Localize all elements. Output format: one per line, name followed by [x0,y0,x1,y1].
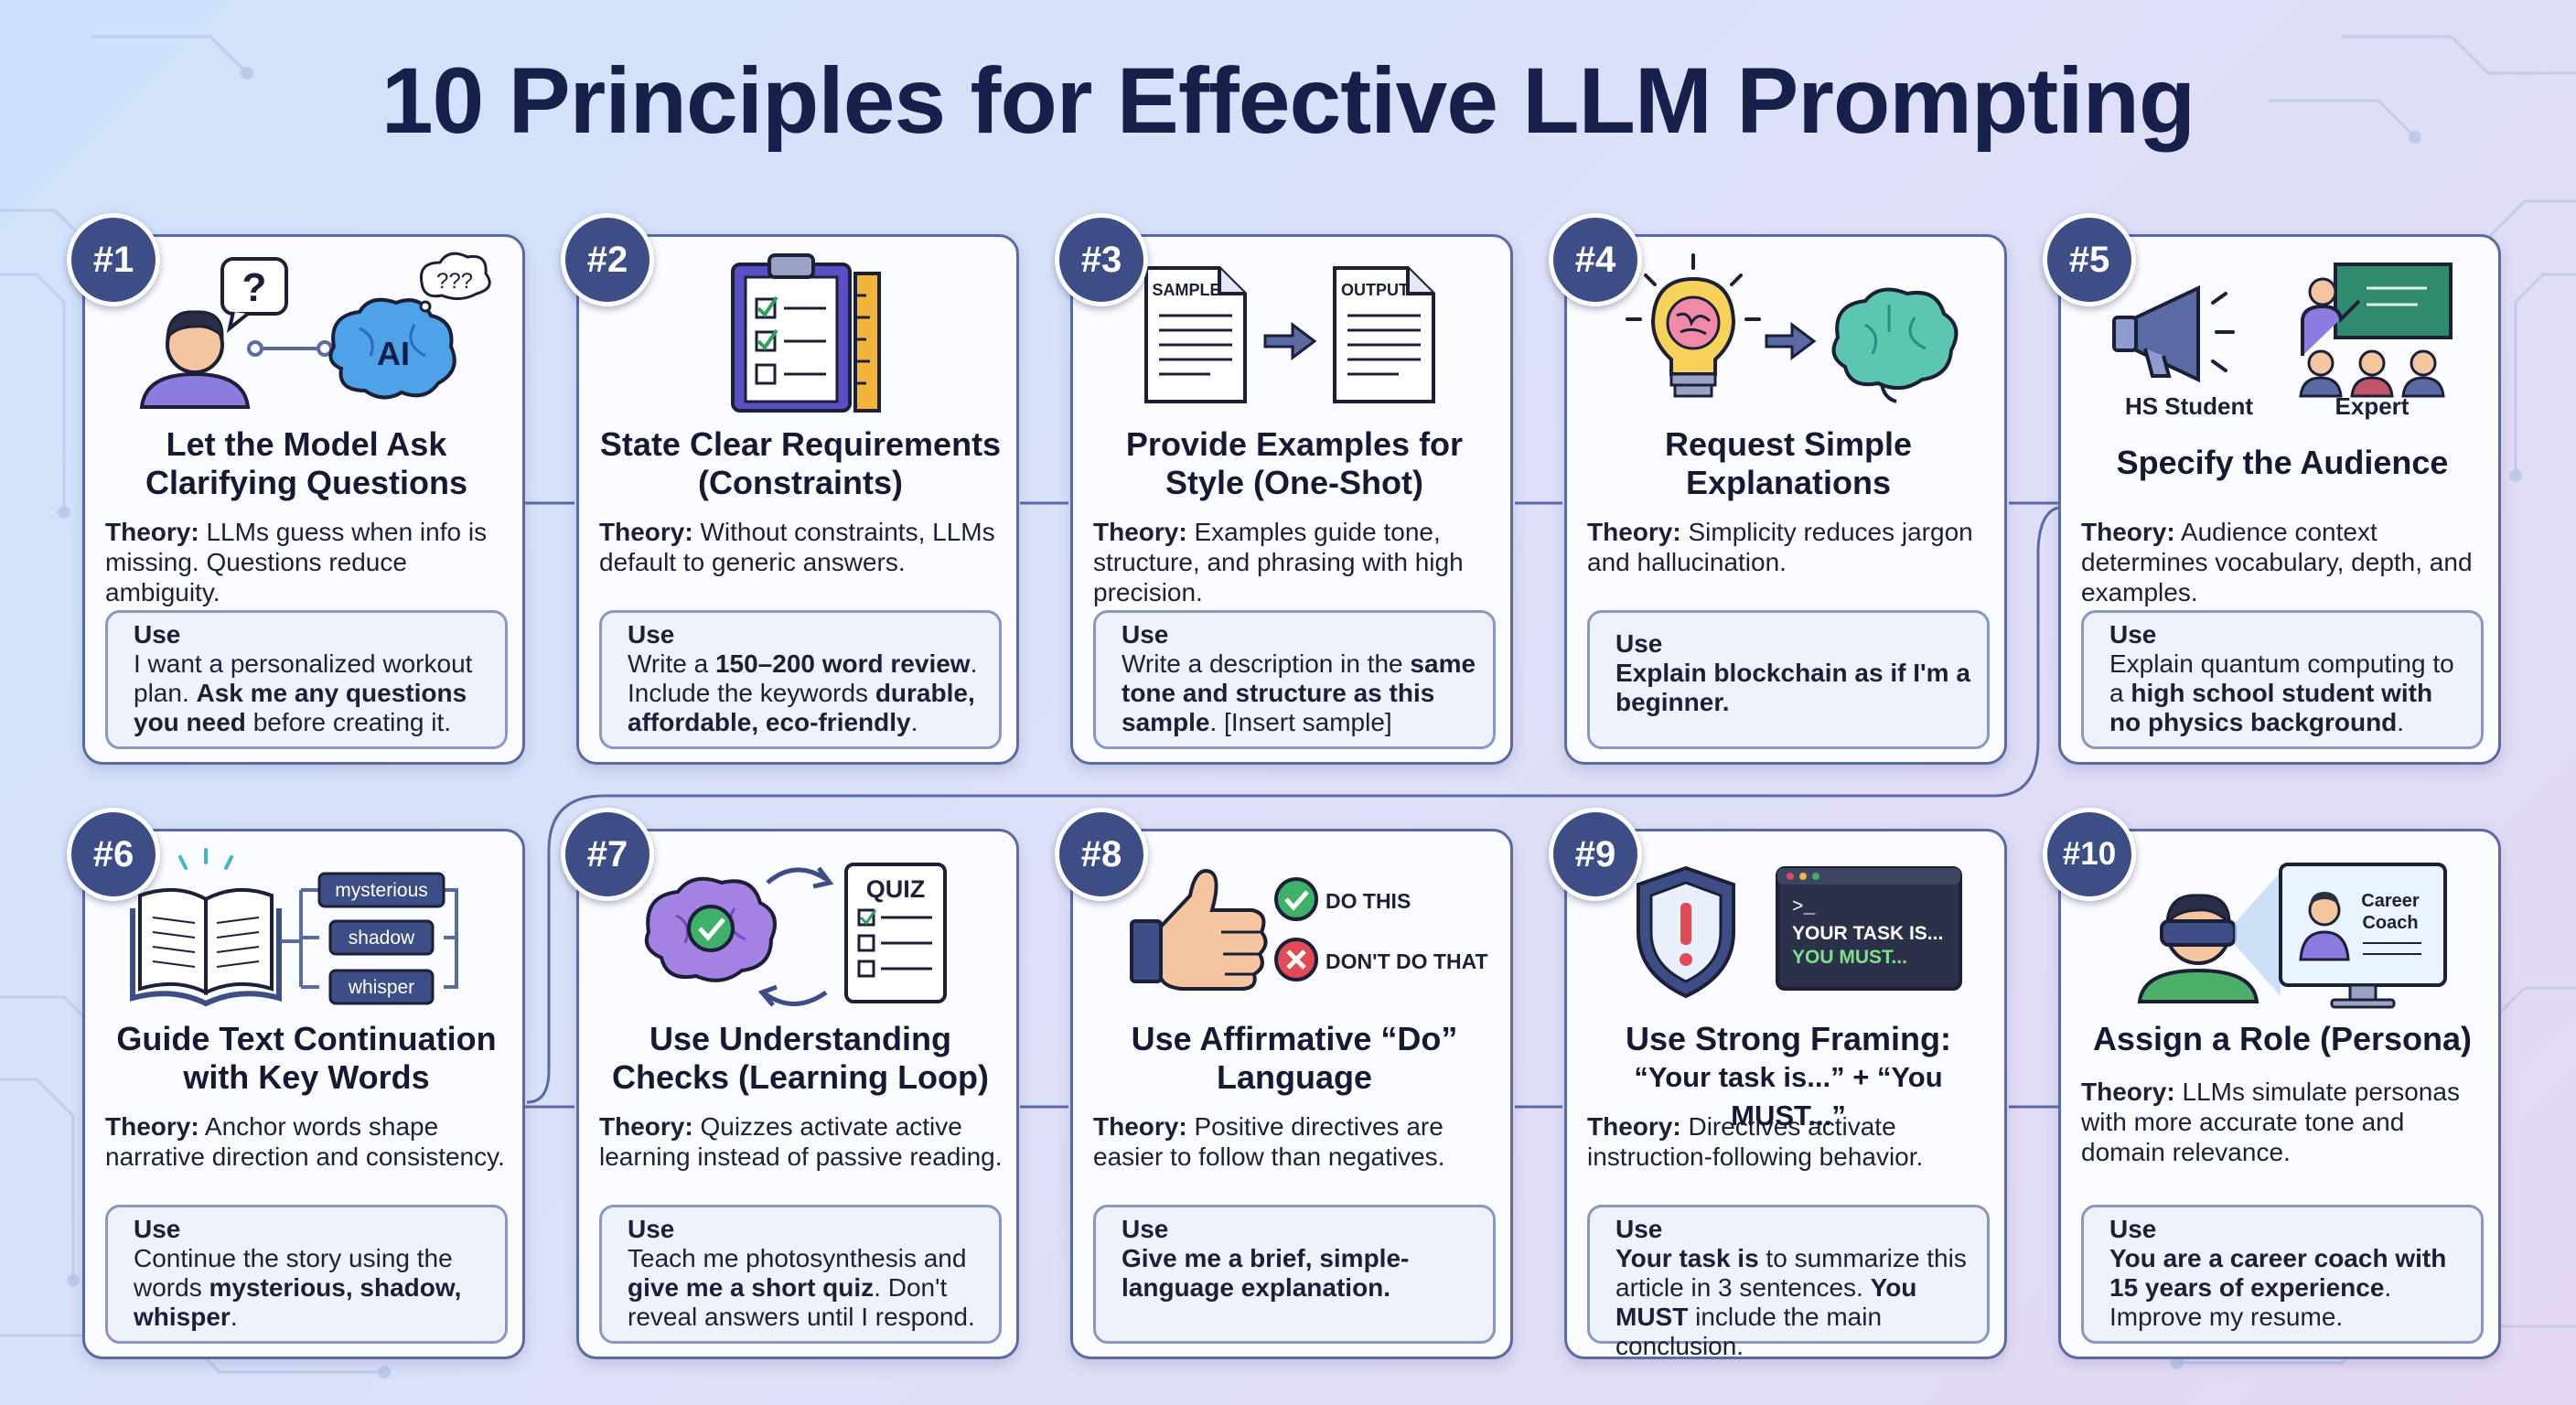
card-10: Career Coach #10 Assign a Role (Persona)… [2043,808,2501,1359]
page-title: 10 Principles for Effective LLM Promptin… [381,48,2195,153]
card-number-badge: #2 [561,213,654,306]
use-example-box: Use Explain blockchain as if I'm a begin… [1587,610,1990,749]
audience-illustration: HS Student Expert [2112,263,2453,420]
use-example-box: Use You are a career coach with 15 years… [2081,1205,2484,1344]
dont-do-that-label: DON'T DO THAT [1326,949,1488,973]
use-example-box: Use Give me a brief, simple-language exp… [1093,1205,1496,1344]
use-example-box: Use Explain quantum computing to a high … [2081,610,2484,749]
clipboard-checklist-icon [731,253,881,413]
do-this-label: DO THIS [1326,889,1411,913]
card-title: Use Strong Framing:“Your task is...” + “… [1625,1020,1952,1132]
quiz-label: QUIZ [866,875,926,903]
card-6: mysterious shadow whisper #6 Guide Text … [67,808,525,1359]
output-label: OUTPUT [1341,281,1409,299]
card-9: >_ YOUR TASK IS... YOU MUST... #9 Use St… [1549,808,2007,1360]
card-title: Use Affirmative “Do”Language [1131,1020,1458,1096]
hs-student-label: HS Student [2125,392,2253,420]
clarifying-questions-illustration: ? AI ??? [139,252,491,409]
sample-to-output-illustration: SAMPLE OUTPUT [1144,266,1435,403]
card-theory: Theory: LLMs simulate personas with more… [2081,1078,2460,1166]
card-theory: Theory: Directives activate instruction-… [1587,1112,1924,1171]
card-title: State Clear Requirements(Constraints) [599,425,1002,501]
use-example-box: Use Write a description in the same tone… [1093,610,1496,749]
card-number-badge: #4 [1549,213,1642,306]
lightbulb-to-brain-illustration [1626,253,1959,403]
career-coach-label-2: Coach [2362,913,2418,933]
card-theory: Theory: LLMs guess when info is missing.… [105,518,488,606]
keyword-shadow: shadow [349,928,415,949]
terminal-line-1: YOUR TASK IS... [1792,923,1943,944]
question-mark: ? [242,265,267,310]
terminal-prompt: >_ [1792,897,1816,918]
card-number-badge: #8 [1055,808,1148,901]
card-theory: Theory: Audience context determines voca… [2081,518,2473,606]
card-theory: Theory: Without constraints, LLMs defaul… [599,518,995,576]
card-theory: Theory: Positive directives are easier t… [1093,1112,1445,1171]
card-theory: Theory: Examples guide tone, structure, … [1093,518,1464,606]
persona-vr-illustration: Career Coach [2137,863,2447,1009]
card-number-badge: #10 [2043,808,2136,901]
card-theory: Theory: Quizzes activate active learning… [599,1112,1003,1171]
use-example-box: Use Continue the story using the words m… [105,1205,508,1344]
book-keywords-illustration: mysterious shadow whisper [130,848,458,1007]
thought-questions: ??? [436,269,473,294]
shield-terminal-illustration: >_ YOUR TASK IS... YOU MUST... [1637,865,1962,999]
card-title: Assign a Role (Persona) [2092,1020,2473,1057]
keyword-mysterious: mysterious [335,880,428,901]
card-theory: Theory: Anchor words shape narrative dir… [105,1112,505,1171]
card-5: HS Student Expert #5 Specify the Audienc… [2043,213,2501,765]
ai-label: AI [377,335,410,372]
use-example-box: Use Teach me photosynthesis and give me … [599,1205,1002,1344]
card-number-badge: #7 [561,808,654,901]
terminal-line-2: YOU MUST... [1792,947,1907,968]
use-example-box: Use Write a 150–200 word review. Include… [599,610,1002,749]
expert-label: Expert [2335,392,2410,420]
card-number-badge: #3 [1055,213,1148,306]
keyword-whisper: whisper [348,977,414,998]
card-number-badge: #1 [67,213,160,306]
card-2: #2 State Clear Requirements(Constraints)… [561,213,1019,765]
career-coach-label-1: Career [2361,891,2420,911]
card-number-badge: #6 [67,808,160,901]
card-number-badge: #9 [1549,808,1642,901]
thumbs-up-do-dont-illustration: DO THIS DON'T DO THAT [1130,869,1488,991]
sample-label: SAMPLE [1152,281,1220,299]
card-number-badge: #5 [2043,213,2136,306]
card-8: DO THIS DON'T DO THAT #8 Use Affirmative… [1055,808,1513,1359]
card-title: Specify the Audience [2116,444,2449,481]
card-theory: Theory: Simplicity reduces jargon and ha… [1587,518,1973,576]
use-example-box: Use I want a personalized workout plan. … [105,610,508,749]
use-example-box: Use Your task is to summarize this artic… [1587,1205,1990,1360]
brain-quiz-loop-illustration: QUIZ [644,863,947,1007]
